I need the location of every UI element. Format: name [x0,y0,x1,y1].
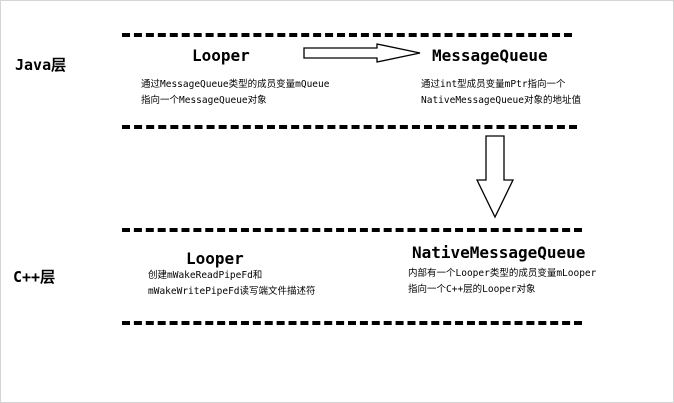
java-looper-desc-line1: 通过MessageQueue类型的成员变量mQueue [141,79,330,90]
messagequeue-to-native-arrow [475,135,515,219]
native-messagequeue-desc-line1: 内部有一个Looper类型的成员变量mLooper [408,268,597,279]
java-messagequeue-desc-line2: NativeMessageQueue对象的地址值 [421,95,581,106]
cpp-looper-desc-line2: mWakeWritePipeFd读写端文件描述符 [148,286,316,297]
native-messagequeue-description: 内部有一个Looper类型的成员变量mLooper 指向一个C++层的Loope… [408,266,596,298]
java-layer-bottom-border [122,125,577,129]
cpp-layer-top-border [122,228,582,232]
java-messagequeue-desc-line1: 通过int型成员变量mPtr指向一个 [421,79,566,90]
java-layer-label: Java层 [15,56,67,74]
java-layer-top-border [122,33,572,37]
java-looper-description: 通过MessageQueue类型的成员变量mQueue 指向一个MessageQ… [141,77,329,109]
java-messagequeue-title: MessageQueue [432,46,548,65]
cpp-looper-description: 创建mWakeReadPipeFd和 mWakeWritePipeFd读写端文件… [148,268,316,300]
cpp-looper-title: Looper [186,249,244,268]
cpp-looper-desc-line1: 创建mWakeReadPipeFd和 [148,270,263,281]
java-looper-desc-line2: 指向一个MessageQueue对象 [141,95,267,106]
java-messagequeue-description: 通过int型成员变量mPtr指向一个 NativeMessageQueue对象的… [421,77,581,109]
cpp-layer-bottom-border [122,321,582,325]
native-messagequeue-title: NativeMessageQueue [412,243,586,262]
cpp-layer-label: C++层 [13,268,56,286]
looper-to-messagequeue-arrow [303,43,421,63]
java-looper-title: Looper [192,46,250,65]
native-messagequeue-desc-line2: 指向一个C++层的Looper对象 [408,284,536,295]
